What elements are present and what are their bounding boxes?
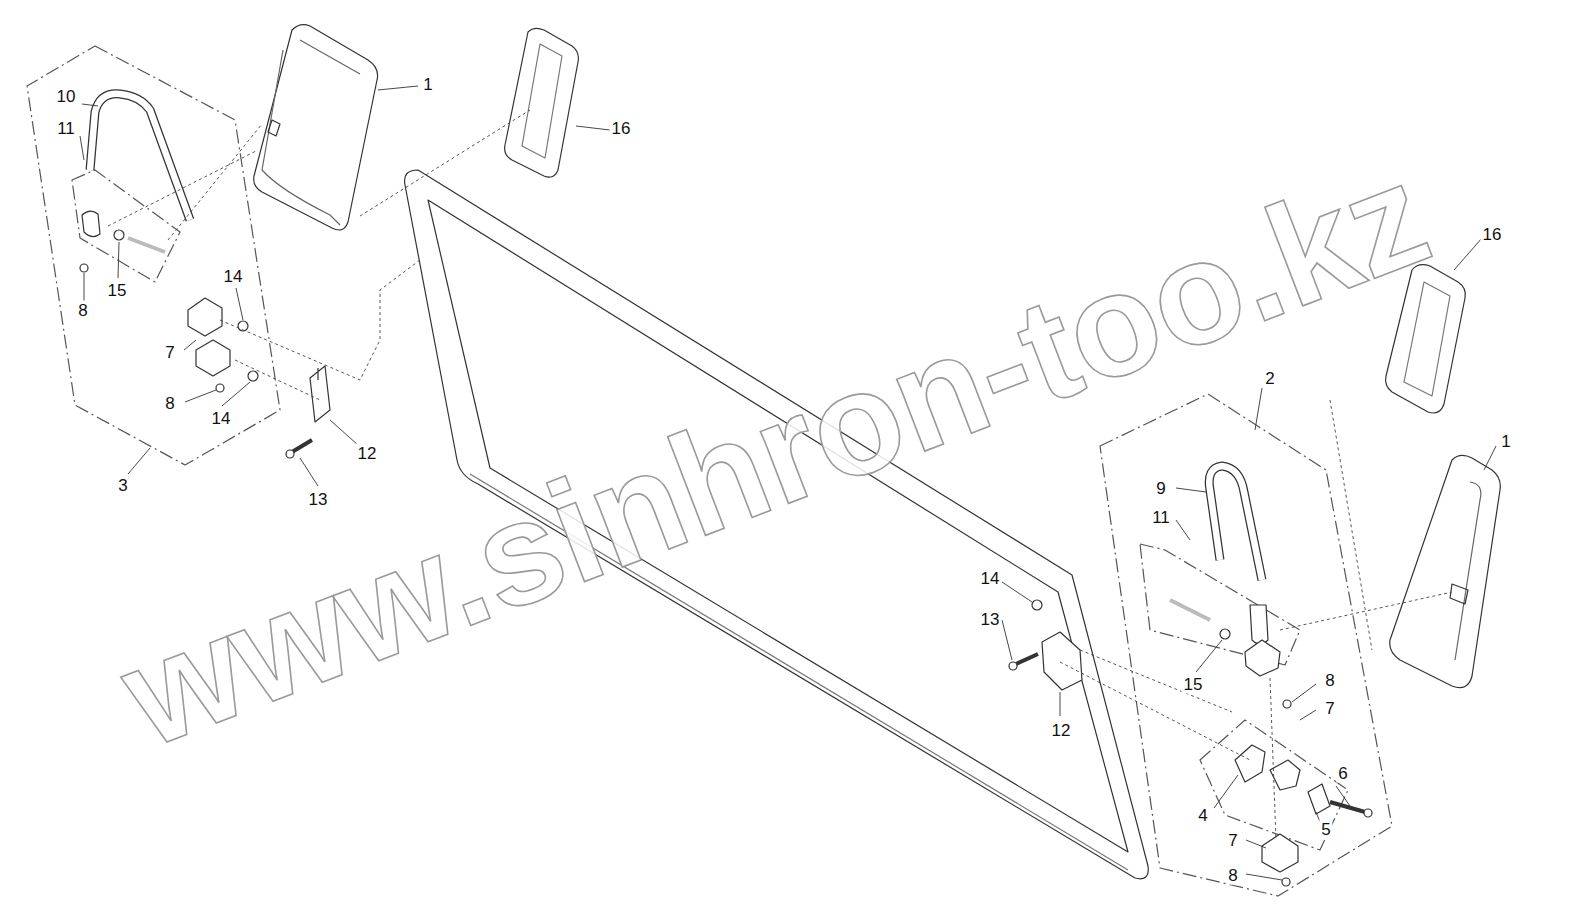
group-outline	[27, 46, 280, 465]
callout-number: 7	[163, 343, 176, 362]
callout-number: 11	[55, 119, 77, 138]
callout-number: 9	[1154, 479, 1167, 498]
callout-number: 16	[1481, 225, 1504, 244]
callout-number: 10	[55, 87, 78, 106]
callout-number: 8	[163, 394, 176, 413]
callout-number: 12	[356, 444, 379, 463]
callout-number: 1	[1499, 432, 1512, 451]
mirror	[254, 25, 378, 230]
callout-number: 15	[106, 281, 129, 300]
callout-number: 7	[1323, 699, 1336, 718]
callout-number: 15	[1182, 675, 1205, 694]
callout-number: 1	[421, 75, 434, 94]
callout-number: 14	[210, 409, 233, 428]
callout-number: 7	[1226, 831, 1239, 850]
watermark: www.sinhron-too.kz	[105, 140, 1446, 771]
callout-number: 3	[116, 476, 129, 495]
callout-number: 8	[1323, 671, 1336, 690]
callout-number: 8	[1226, 866, 1239, 885]
mirror-cover	[505, 28, 579, 177]
callout-number: 13	[307, 490, 330, 509]
callout-number: 11	[1150, 508, 1172, 527]
callout-number: 4	[1196, 806, 1209, 825]
callout-number: 14	[222, 267, 245, 286]
callout-number: 16	[610, 119, 633, 138]
callout-number: 14	[979, 569, 1002, 588]
callout-number: 12	[1050, 721, 1073, 740]
callout-number: 2	[1263, 369, 1276, 388]
mirror	[1390, 455, 1501, 687]
callout-number: 6	[1336, 764, 1349, 783]
callout-number: 5	[1319, 820, 1332, 839]
callout-number: 13	[979, 610, 1002, 629]
group-outline	[1100, 394, 1392, 896]
callout-number: 8	[76, 301, 89, 320]
